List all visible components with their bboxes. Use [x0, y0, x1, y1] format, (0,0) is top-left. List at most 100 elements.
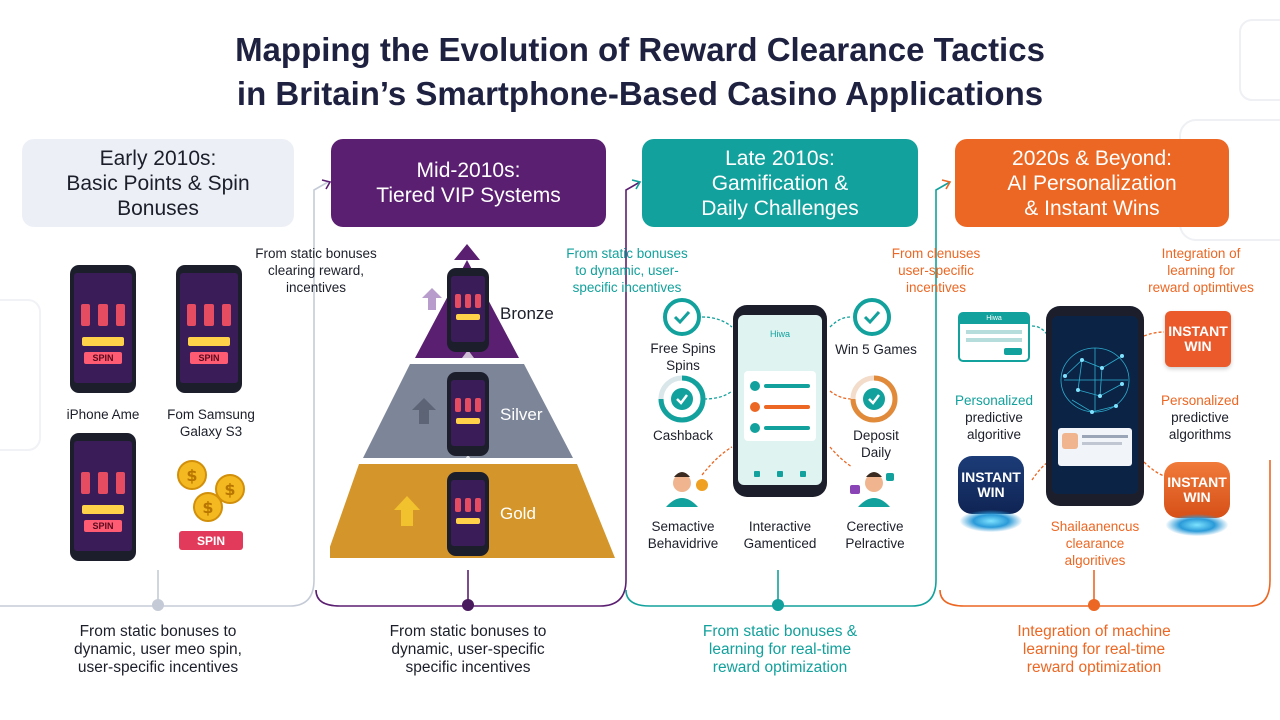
era4-header-line2: AI Personalization: [1007, 171, 1177, 195]
label-interactive: Interactive Gamenticed: [734, 518, 826, 552]
label-personalized-left: Personalized predictive algoritive: [946, 392, 1042, 443]
era4-side-note-line2: user-specific: [898, 263, 974, 278]
connector-era2: [315, 181, 641, 607]
era1-footer: From static bonuses to dynamic, user meo…: [40, 623, 276, 677]
title-line-1: Mapping the Evolution of Reward Clearanc…: [235, 31, 1045, 68]
check-circle-icon: [663, 298, 701, 336]
label-interactive-line1: Interactive: [748, 519, 812, 534]
phone-gold: [447, 472, 489, 556]
app-card-header: Hiwa: [960, 314, 1028, 324]
label-samsung-line1: Fom Samsung: [167, 407, 255, 422]
svg-text:$: $: [224, 480, 235, 499]
connector-era1: [0, 181, 329, 607]
label-clearance-line1: Shailaanencus: [1050, 519, 1140, 534]
era4-side-note: From clenuses user-specific incentives: [866, 245, 1006, 296]
label-semactive: Semactive Behavidrive: [640, 518, 726, 552]
phone-spin-label: SPIN: [84, 352, 122, 365]
era2-footer-line2: dynamic, user-specific: [391, 641, 545, 658]
check-circle-icon: [850, 375, 898, 423]
arrow-up-icon: [422, 288, 442, 310]
page-title: Mapping the Evolution of Reward Clearanc…: [0, 28, 1280, 116]
era4-footer-line3: reward optimization: [1026, 659, 1162, 676]
era3-header-line3: Daily Challenges: [701, 196, 859, 220]
person-icon: [850, 472, 894, 507]
label-personalized-left-line1: Personalized: [954, 393, 1034, 408]
check-circle-icon: [853, 298, 891, 336]
phone-silver: [447, 372, 489, 456]
label-free-spins: Free Spins Spins: [646, 340, 720, 374]
phone-third: SPIN: [70, 433, 136, 561]
era4-side-note-2: Integration of learning for reward optim…: [1126, 245, 1276, 296]
era2-side-note-line3: incentives: [285, 280, 347, 295]
instant-win-line2: WIN: [977, 484, 1005, 500]
era3-header-line1: Late 2010s:: [725, 146, 835, 170]
era3-header-line2: Gamification &: [711, 171, 849, 195]
era3-side-note-line1: From static bonuses: [566, 246, 688, 261]
era2-side-note-line1: From static bonuses: [255, 246, 377, 261]
era3-header: Late 2010s: Gamification & Daily Challen…: [642, 139, 918, 227]
era3-side-note-line2: to dynamic, user-: [575, 263, 679, 278]
connector-era4: [939, 460, 1271, 607]
label-personalized-right-line2: predictive: [1171, 410, 1229, 425]
label-personalized-left-line2: predictive: [965, 410, 1023, 425]
instant-win-line1: INSTANT: [1168, 323, 1228, 339]
phone-spin-label: SPIN: [190, 352, 228, 365]
arrow-up-icon: [412, 398, 436, 424]
era1-header-line3: Bonuses: [117, 196, 199, 220]
label-iphone: iPhone Ame: [66, 407, 140, 422]
title-line-2: in Britain’s Smartphone-Based Casino App…: [236, 75, 1044, 112]
era4-header: 2020s & Beyond: AI Personalization & Ins…: [955, 139, 1229, 227]
instant-win-line1: INSTANT: [1167, 474, 1227, 490]
instant-win-line2: WIN: [1184, 338, 1212, 354]
coins-icon: $ $ $: [177, 460, 245, 522]
phone-bronze: [447, 268, 489, 352]
label-free-spins-line2: Spins: [666, 358, 700, 373]
era2-side-note: From static bonuses clearing reward, inc…: [246, 245, 386, 296]
tier-gold-label: Gold: [500, 504, 536, 523]
timeline-dot-era4: [1088, 599, 1100, 611]
connector-era3: [625, 181, 951, 607]
era2-side-note-line2: clearing reward,: [267, 263, 365, 278]
era1-header-line2: Basic Points & Spin: [66, 171, 250, 195]
phone-samsung: SPIN: [176, 265, 242, 393]
svg-text:$: $: [186, 466, 197, 485]
label-personalized-right: Personalized predictive algorithms: [1150, 392, 1250, 443]
label-cashback: Cashback: [652, 428, 714, 443]
tier-silver-label: Silver: [500, 405, 543, 424]
spin-pill: SPIN: [179, 531, 243, 550]
era3-footer: From static bonuses & learning for real-…: [662, 623, 898, 677]
label-clearance-line2: clearance: [1065, 536, 1125, 551]
label-win5: Win 5 Games: [835, 342, 917, 357]
era4-footer: Integration of machine learning for real…: [976, 623, 1212, 677]
era4-side-note2-line1: Integration of: [1161, 246, 1241, 261]
era2-header-line1: Mid-2010s:: [416, 159, 521, 182]
glow-base: [960, 510, 1022, 532]
check-circle-icon: [658, 375, 706, 423]
gamification-phone: Hiwa: [733, 305, 827, 497]
era2-footer: From static bonuses to dynamic, user-spe…: [350, 623, 586, 677]
timeline-dot-era2: [462, 599, 474, 611]
label-free-spins-line1: Free Spins: [650, 341, 716, 356]
era4-footer-line1: Integration of machine: [1017, 623, 1171, 640]
era2-header-line2: Tiered VIP Systems: [376, 184, 561, 207]
era3-footer-line1: From static bonuses &: [702, 623, 858, 640]
era4-side-note2-line2: learning for: [1167, 263, 1235, 278]
phone-spin-label: SPIN: [84, 520, 122, 533]
era1-footer-line2: dynamic, user meo spin,: [74, 641, 242, 658]
era4-side-note2-line3: reward optimtives: [1148, 280, 1254, 295]
tier-bronze-label: Bronze: [500, 304, 554, 323]
ai-phone: [1046, 306, 1144, 506]
label-cerective: Cerective Pelractive: [832, 518, 918, 552]
era4-footer-line2: learning for real-time: [1022, 641, 1166, 658]
era3-side-note-line3: specific incentives: [572, 280, 682, 295]
era1-header-line1: Early 2010s:: [99, 146, 217, 170]
label-personalized-right-line3: algorithms: [1168, 427, 1232, 442]
era4-header-line1: 2020s & Beyond:: [1012, 146, 1172, 170]
app-card: Hiwa: [958, 312, 1030, 362]
era3-side-note: From static bonuses to dynamic, user- sp…: [552, 245, 702, 296]
label-samsung: Fom Samsung Galaxy S3: [156, 406, 266, 440]
label-semactive-line2: Behavidrive: [647, 536, 719, 551]
svg-text:$: $: [202, 498, 213, 517]
